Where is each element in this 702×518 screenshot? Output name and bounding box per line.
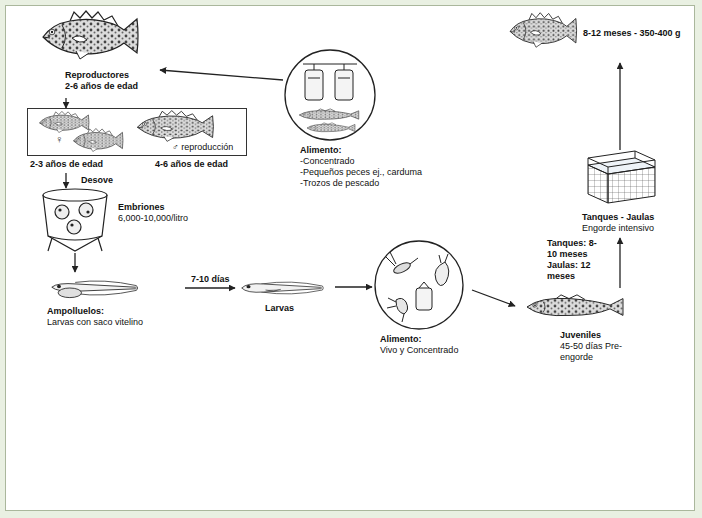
text-holder: 2-6 años de edad — [65, 81, 138, 92]
text-holder: Reproductores — [65, 70, 129, 81]
stage-label: Reproductores — [65, 70, 129, 81]
stage-embryos: Embriones6,000-10,000/litro — [40, 188, 210, 253]
flow-arrow — [335, 286, 372, 287]
text-holder: 7-10 días — [190, 274, 231, 285]
flow-arrow — [619, 63, 620, 150]
text-holder: Juveniles — [560, 330, 601, 341]
stage-label: ♂ reproducción — [172, 142, 233, 153]
stage-label: -Pequeños peces ej., carduma — [300, 167, 422, 178]
stage-yolk-larvae: Ampolluelos:Larvas con saco vitelino — [45, 272, 185, 331]
stage-label: Larvas — [265, 303, 294, 314]
text-holder: 2-3 años de edad — [30, 159, 103, 170]
flow-arrow — [65, 98, 66, 108]
stage-label: Alimento: — [300, 145, 342, 156]
stage-label: 45-50 días Pre-engorde — [560, 341, 640, 363]
flow-arrow — [65, 173, 66, 188]
text-holder: Embriones — [118, 202, 165, 213]
forage-fish — [307, 123, 355, 132]
flow-arrow — [160, 70, 283, 80]
stage-label: Engorde intensivo — [582, 223, 654, 234]
flow-arrow — [472, 290, 515, 306]
text-holder: Alimento: — [300, 145, 342, 156]
stage-label: Ampolluelos: — [47, 306, 104, 317]
breeders-group: ♀ ♂ reproducción 2-3 años de edad 4-6 años … — [27, 108, 247, 173]
stage-label: 6,000-10,000/litro — [118, 213, 188, 224]
stage-breeders: Reproductores2-6 años de edad — [30, 8, 160, 98]
edge-label: 7-10 días — [190, 274, 231, 285]
forage-fish — [299, 109, 359, 119]
stage-larvae: Larvas — [235, 272, 335, 317]
feed-broodstock: Alimento:-Concentrado-Pequeños peces ej.… — [283, 48, 433, 193]
stage-label: -Concentrado — [300, 156, 355, 167]
stage-juveniles: Juveniles45-50 días Pre-engorde — [515, 288, 643, 373]
text-holder: 45-50 días Pre-engorde — [560, 341, 640, 363]
flow-arrow — [185, 287, 235, 288]
market-fish — [510, 13, 576, 48]
juvenile-fish — [527, 295, 623, 316]
text-holder: Engorde intensivo — [582, 223, 654, 234]
tank-cage — [588, 151, 655, 203]
stage-market-size: 8-12 meses - 350-400 g — [505, 8, 690, 63]
stage-label: Alimento: — [380, 334, 422, 345]
stage-label: 4-6 años de edad — [155, 159, 228, 170]
edge-label: Desove — [80, 175, 114, 186]
larva — [242, 282, 324, 294]
stage-label: Tanques - Jaulas — [582, 212, 654, 223]
stage-label: 8-12 meses - 350-400 g — [583, 28, 681, 39]
flow-arrow — [619, 238, 620, 288]
stage-label: -Trozos de pescado — [300, 178, 379, 189]
stage-label: Embriones — [118, 202, 165, 213]
text-holder: ♀ — [55, 133, 63, 145]
live-feed-circle — [375, 241, 463, 329]
feed-live: Alimento:Vivo y Concentrado — [372, 238, 472, 366]
text-holder: 6,000-10,000/litro — [118, 213, 188, 224]
flow-arrow — [74, 253, 75, 272]
yolk-sac-larva — [52, 281, 138, 298]
text-holder: -Trozos de pescado — [300, 178, 379, 189]
text-holder: Larvas con saco vitelino — [47, 317, 143, 328]
text-holder: Ampolluelos: — [47, 306, 104, 317]
text-holder: Tanques: 8-10 meses Jaulas: 12 meses — [546, 238, 602, 282]
text-holder: -Concentrado — [300, 156, 355, 167]
text-holder: Larvas — [265, 303, 294, 314]
text-holder: Vivo y Concentrado — [380, 345, 458, 356]
breeder-fish — [43, 11, 138, 59]
text-holder: Alimento: — [380, 334, 422, 345]
stage-label: Juveniles — [560, 330, 601, 341]
edge-label: Tanques: 8-10 meses Jaulas: 12 meses — [546, 238, 602, 282]
incubation-tank — [43, 189, 107, 251]
stage-label: 2-6 años de edad — [65, 81, 138, 92]
text-holder: -Pequeños peces ej., carduma — [300, 167, 422, 178]
text-holder: Tanques - Jaulas — [582, 212, 654, 223]
stage-grow-out: Tanques - JaulasEngorde intensivo — [580, 150, 680, 238]
stage-label: 2-3 años de edad — [30, 159, 103, 170]
text-holder: Desove — [80, 175, 114, 186]
feed-circle — [285, 50, 375, 140]
sex-symbol: ♀ — [55, 133, 63, 145]
stage-label: Vivo y Concentrado — [380, 345, 458, 356]
stage-label: Larvas con saco vitelino — [47, 317, 143, 328]
text-holder: 8-12 meses - 350-400 g — [583, 28, 681, 39]
text-holder: ♂ reproducción — [172, 142, 233, 153]
text-holder: 4-6 años de edad — [155, 159, 228, 170]
